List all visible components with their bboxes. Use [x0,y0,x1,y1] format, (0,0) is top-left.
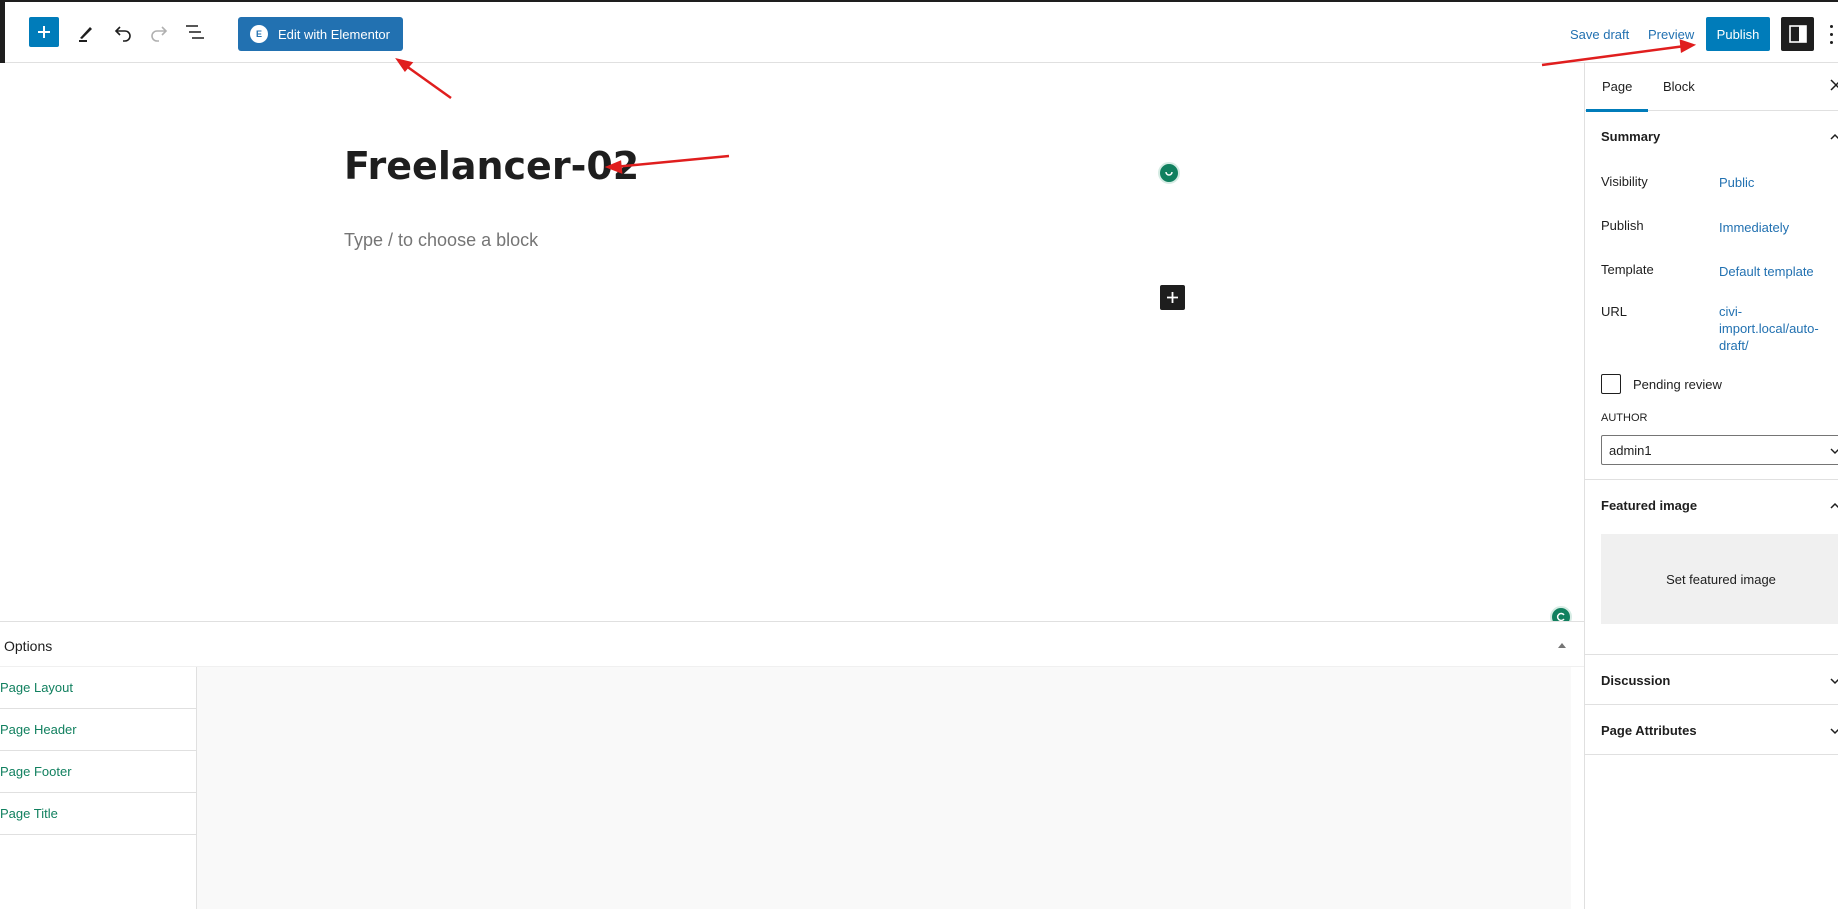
options-header[interactable]: Options [0,622,1584,667]
chevron-up-icon [1830,133,1838,140]
sidebar-tabs: Page Block [1585,63,1838,112]
sidebar-icon [1788,25,1807,43]
panel-divider [1585,704,1838,705]
panel-divider [1585,654,1838,655]
featured-image-panel-toggle[interactable]: Featured image [1585,480,1838,530]
tools-button[interactable] [73,19,99,45]
discussion-panel-toggle[interactable]: Discussion [1585,655,1838,705]
settings-sidebar: Page Block Summary Visibility Public Pub… [1584,63,1838,909]
plus-icon [1167,292,1178,303]
grammarly-icon[interactable] [1158,162,1180,184]
chevron-down-icon [1830,678,1838,685]
set-featured-image-button[interactable]: Set featured image [1601,534,1838,624]
url-line: draft/ [1719,338,1749,353]
pencil-icon [79,27,92,42]
editor-toolbar: E Edit with Elementor Save draft Preview… [0,0,1838,63]
chevron-down-icon [1830,448,1838,454]
tab-page[interactable]: Page [1585,79,1649,112]
author-select[interactable]: admin1 [1601,435,1838,465]
close-icon[interactable] [1830,79,1838,91]
options-nav-page-layout[interactable]: Page Layout [0,667,196,709]
summary-panel-toggle[interactable]: Summary [1585,111,1838,161]
featured-image-title: Featured image [1601,497,1698,513]
author-label: AUTHOR [1601,412,1648,424]
save-draft-button[interactable]: Save draft [1570,27,1630,42]
grammarly-glyph-icon [1556,612,1565,622]
template-label: Template [1601,262,1654,277]
dot-icon [1829,32,1833,36]
template-value[interactable]: Default template [1719,264,1814,279]
chevron-up-icon [1830,502,1838,509]
list-view-button[interactable] [182,19,208,45]
url-line: civi- [1719,304,1743,319]
url-line: import.local/auto- [1719,321,1819,336]
options-title: Options [4,638,53,654]
pending-review-label: Pending review [1633,377,1722,392]
dot-icon [1829,40,1833,44]
more-options-button[interactable] [1826,22,1836,46]
preview-button[interactable]: Preview [1648,27,1695,42]
options-nav-page-footer[interactable]: Page Footer [0,751,196,793]
undo-button[interactable] [110,19,136,45]
edit-with-elementor-label: Edit with Elementor [278,26,390,42]
options-content [197,667,1571,909]
visibility-label: Visibility [1601,174,1648,189]
post-title[interactable]: Freelancer-02 [344,144,640,188]
elementor-icon: E [250,25,268,43]
pending-review-checkbox[interactable] [1601,374,1621,394]
panel-divider [1585,754,1838,755]
chevron-down-icon [1830,728,1838,735]
publish-label: Publish [1601,218,1644,233]
options-nav-page-title[interactable]: Page Title [0,793,196,835]
plus-icon [38,26,50,38]
grammarly-glyph-icon [1165,171,1173,176]
edit-with-elementor-button[interactable]: E Edit with Elementor [238,17,403,51]
publish-date-value[interactable]: Immediately [1719,220,1790,235]
block-placeholder[interactable]: Type / to choose a block [344,230,539,250]
settings-toggle-button[interactable] [1781,17,1814,51]
redo-button[interactable] [146,19,172,45]
dot-icon [1829,24,1833,28]
author-select-value: admin1 [1609,442,1652,458]
options-nav-page-header[interactable]: Page Header [0,709,196,751]
options-nav: Page Layout Page Header Page Footer Page… [0,667,197,909]
editor-canvas: Freelancer-02 Type / to choose a block [0,63,1584,628]
add-block-button[interactable] [29,17,59,47]
undo-icon [114,26,131,42]
page-attributes-panel-toggle[interactable]: Page Attributes [1585,705,1838,755]
page-attributes-title: Page Attributes [1601,722,1697,738]
url-value[interactable]: civi- import.local/auto- draft/ [1719,303,1819,354]
visibility-value[interactable]: Public [1719,175,1755,190]
tab-block[interactable]: Block [1663,79,1695,94]
inline-inserter-button[interactable] [1160,285,1185,310]
toolbar-edge [0,2,5,63]
options-metabox: Options Page Layout Page Header Page Foo… [0,621,1584,909]
list-view-icon [186,25,204,39]
caret-up-icon[interactable] [1557,640,1567,650]
redo-icon [151,26,168,42]
publish-button[interactable]: Publish [1706,17,1770,51]
url-label: URL [1601,304,1628,319]
panel-divider [1585,479,1838,480]
discussion-title: Discussion [1601,672,1671,688]
summary-title: Summary [1601,128,1661,144]
